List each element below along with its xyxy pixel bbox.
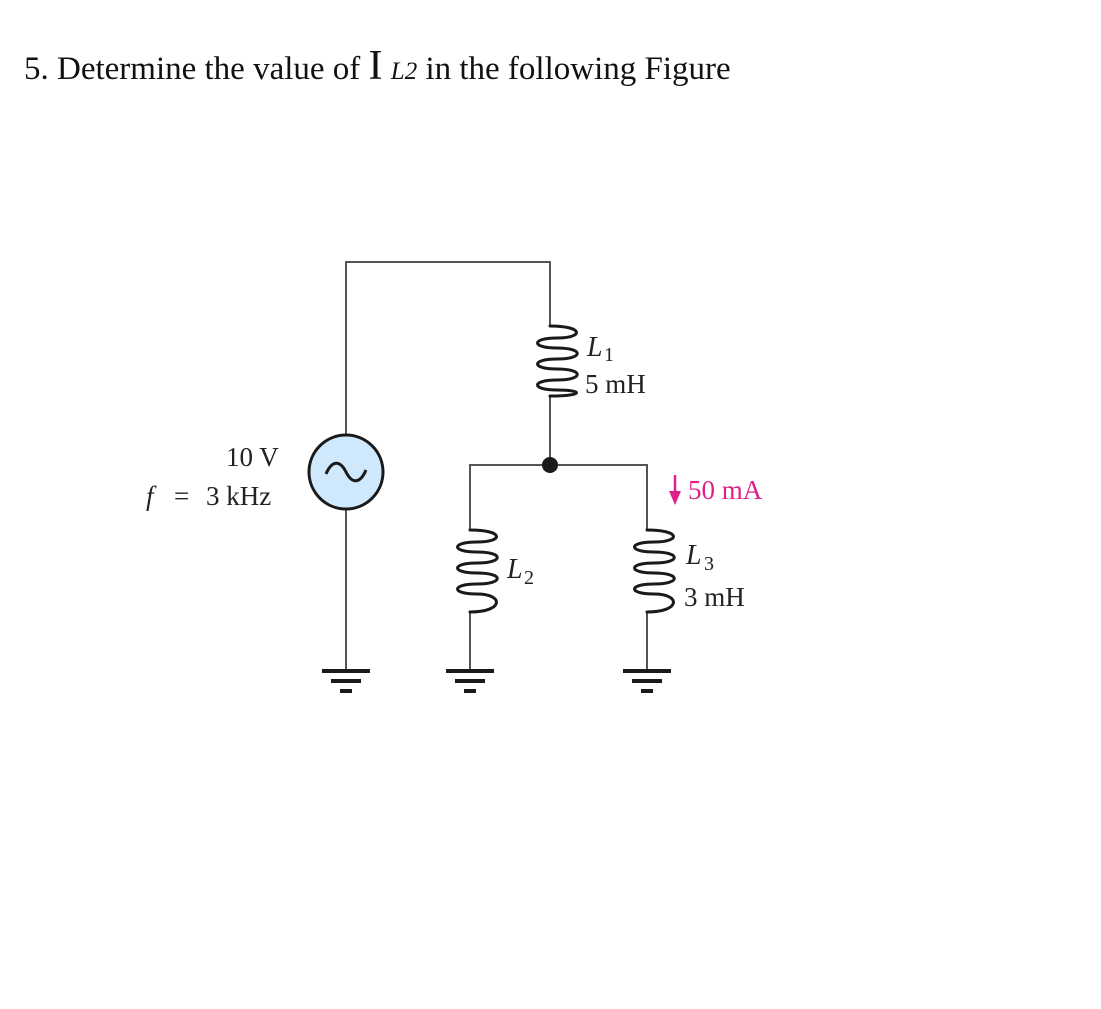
l3-value: 3 mH — [684, 582, 745, 612]
ground-icon — [446, 669, 494, 693]
wire-l3-branch — [549, 464, 648, 531]
current-arrow-icon — [669, 475, 681, 505]
inductor-l3-coil — [633, 528, 676, 614]
sine-wave-icon — [324, 461, 368, 483]
ground-icon — [322, 669, 370, 693]
question-text: 5. Determine the value of I L2 in the fo… — [24, 42, 731, 90]
question-suffix: in the following Figure — [417, 51, 731, 87]
l2-label-sub: 2 — [524, 567, 534, 589]
l3-label-letter: L — [685, 540, 702, 571]
source-frequency-value: 3 kHz — [206, 481, 271, 511]
inductor-l1-coil — [536, 324, 579, 398]
source-voltage-label: 10 V — [226, 442, 279, 472]
l2-label-letter: L — [506, 554, 523, 585]
l1-value: 5 mH — [585, 369, 646, 399]
source-frequency-f: f — [146, 481, 157, 511]
ac-source — [307, 433, 385, 511]
wire-source-top — [345, 261, 551, 434]
l1-label-letter: L — [586, 332, 603, 363]
wire-l2-branch — [469, 464, 551, 531]
l3-label-sub: 3 — [704, 553, 714, 575]
l1-label-sub: 1 — [604, 344, 614, 366]
ground-icon — [623, 669, 671, 693]
question-prefix: 5. Determine the value of — [24, 51, 369, 87]
current-value-label: 50 mA — [688, 475, 763, 505]
current-symbol: I — [368, 43, 383, 89]
inductor-l2-coil — [456, 528, 499, 614]
source-frequency-equals: = — [174, 481, 189, 511]
junction-node — [542, 457, 558, 473]
current-subscript: L2 — [390, 58, 418, 85]
